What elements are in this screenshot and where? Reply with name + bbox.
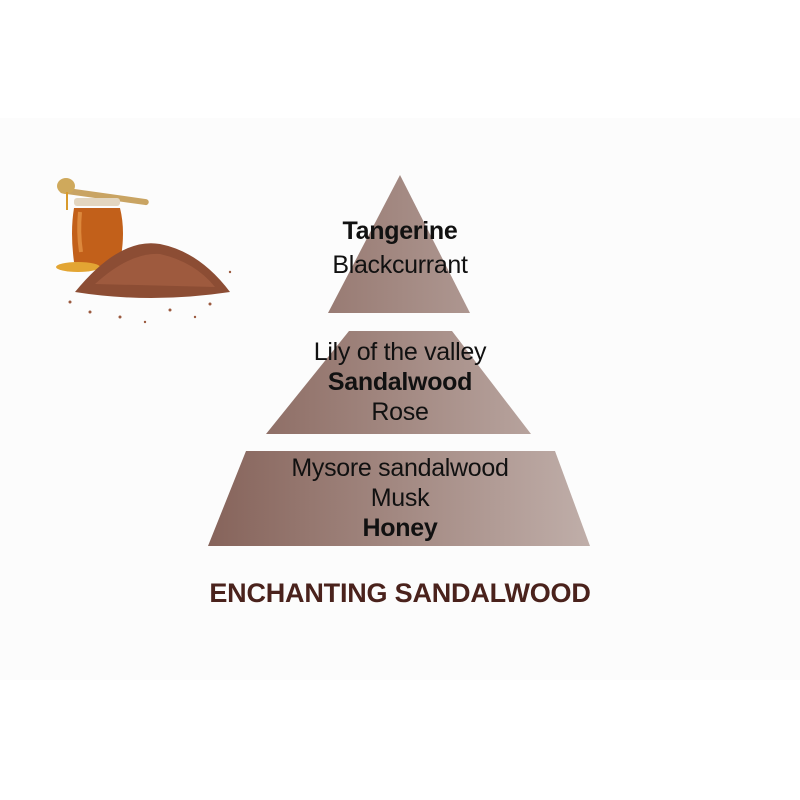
- base-note-2: Musk: [370, 484, 430, 512]
- honey-sandalwood-image: [56, 178, 232, 324]
- fragrance-title: ENCHANTING SANDALWOOD: [209, 578, 591, 608]
- top-note-1: Tangerine: [342, 217, 458, 245]
- pyramid-base-tier: [208, 451, 590, 546]
- heart-note-3: Rose: [371, 398, 429, 426]
- pyramid-middle-tier: [266, 331, 531, 434]
- heart-note-1: Lily of the valley: [313, 338, 487, 366]
- pyramid-top-tier: [328, 175, 470, 313]
- heart-note-2: Sandalwood: [327, 368, 473, 396]
- base-note-3: Honey: [362, 514, 438, 542]
- base-note-1: Mysore sandalwood: [291, 454, 509, 482]
- top-note-2: Blackcurrant: [332, 251, 468, 279]
